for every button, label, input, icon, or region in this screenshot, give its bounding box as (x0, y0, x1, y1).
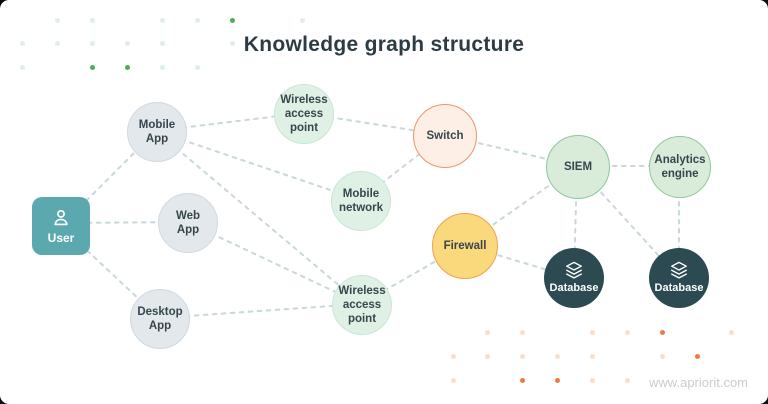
decor-dot (695, 354, 700, 359)
person-icon (50, 207, 72, 229)
decor-dot (125, 65, 130, 70)
node-web-app: Web App (158, 193, 218, 253)
page-title: Knowledge graph structure (243, 33, 525, 56)
node-label: Wireless access point (338, 284, 386, 325)
decor-dot (20, 65, 25, 70)
edge-mobile-app-wap-top (155, 112, 304, 132)
decor-dot (590, 378, 595, 383)
node-label: Mobile network (338, 187, 384, 214)
decor-dot (729, 330, 734, 335)
edge-mobile-app-wap-bottom (155, 130, 362, 305)
node-mobile-network: Mobile network (331, 171, 391, 231)
node-user: User (32, 197, 90, 255)
node-switch: Switch (413, 104, 477, 168)
decor-dot (160, 65, 165, 70)
decor-dot (590, 330, 595, 335)
node-firewall: Firewall (432, 213, 498, 279)
decor-dot (590, 354, 595, 359)
node-database-2: Database (649, 248, 709, 308)
decor-dot (160, 41, 165, 46)
node-label: User (47, 231, 75, 245)
decor-dot (230, 41, 235, 46)
decor-dot (485, 330, 490, 335)
edge-desktop-app-wap-bottom (158, 303, 362, 319)
edge-mobile-app-mobile-network (155, 130, 361, 201)
decor-dot (485, 354, 490, 359)
decor-dot (160, 18, 165, 23)
node-label: Database (654, 281, 704, 294)
node-label: Mobile App (138, 118, 176, 145)
decor-dot (90, 18, 95, 23)
decor-dot (625, 330, 630, 335)
decor-dot (125, 41, 130, 46)
node-label: Wireless access point (280, 93, 328, 134)
layers-icon (668, 261, 690, 281)
node-database-1: Database (544, 248, 604, 308)
node-label: Firewall (443, 239, 487, 252)
node-desktop-app: Desktop App (130, 289, 190, 349)
decor-dot (195, 18, 200, 23)
node-label: Switch (426, 129, 464, 142)
decor-dot (520, 354, 525, 359)
decor-dot (20, 41, 25, 46)
node-label: SIEM (563, 160, 593, 173)
node-analytics-engine: Analytics engine (649, 136, 711, 198)
decor-dot (451, 354, 456, 359)
layers-icon (563, 261, 585, 281)
watermark-url: www.apriorit.com (649, 375, 748, 390)
decor-dot (300, 18, 305, 23)
decor-dot (555, 354, 560, 359)
decor-dot (90, 41, 95, 46)
decor-dot (195, 65, 200, 70)
node-mobile-app: Mobile App (127, 102, 187, 162)
decor-dot (660, 330, 665, 335)
decor-dot (555, 378, 560, 383)
decor-dot (230, 18, 235, 23)
node-wireless-access-point-top: Wireless access point (274, 84, 334, 144)
decor-dot (625, 378, 630, 383)
node-siem: SIEM (546, 135, 610, 199)
decor-dot (660, 354, 665, 359)
decor-dot (451, 378, 456, 383)
decor-dot (55, 18, 60, 23)
node-wireless-access-point-bottom: Wireless access point (332, 275, 392, 335)
decor-dot (520, 378, 525, 383)
node-label: Database (549, 281, 599, 294)
node-label: Desktop App (137, 305, 183, 332)
node-label: Analytics engine (654, 153, 706, 180)
decor-dot (520, 330, 525, 335)
decor-dot (90, 65, 95, 70)
node-label: Web App (175, 209, 201, 236)
decor-dot (55, 41, 60, 46)
